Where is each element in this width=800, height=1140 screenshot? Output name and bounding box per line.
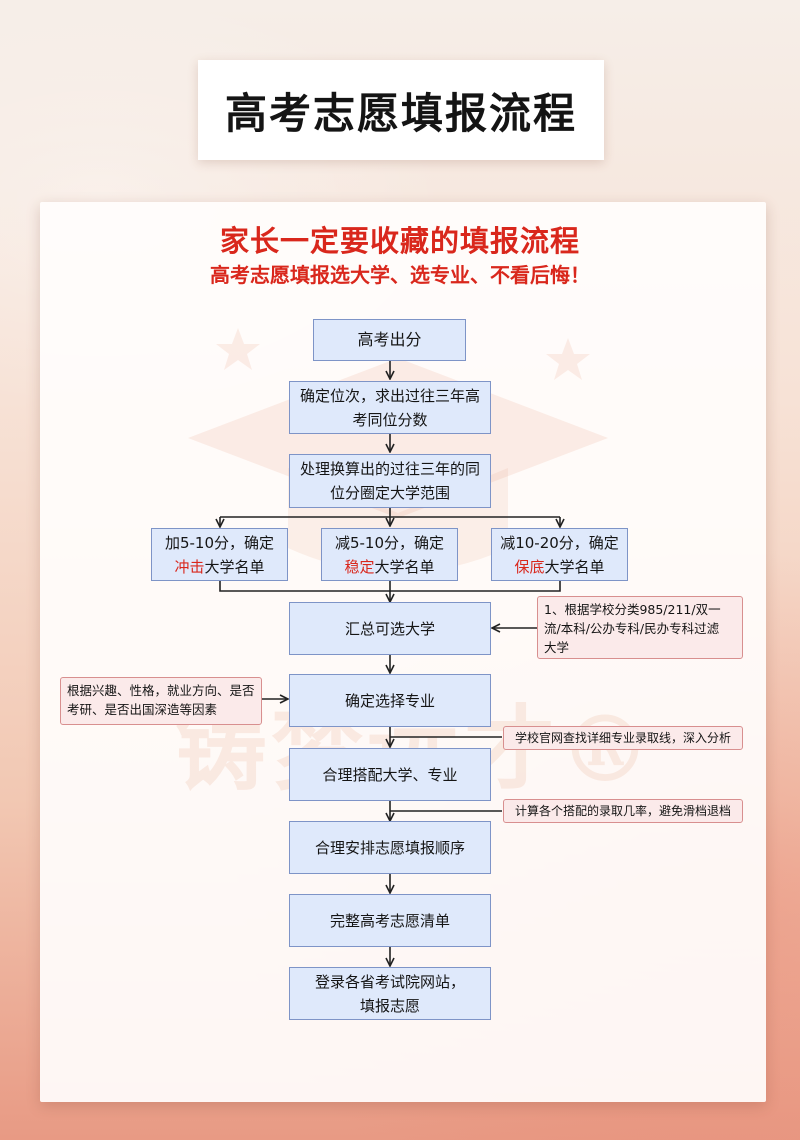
step-summarize-universities-label: 汇总可选大学 — [344, 619, 435, 638]
note-interest-line1: 根据兴趣、性格，就业方向、是否 — [67, 683, 255, 698]
branch-stable-line1: 减5-10分，确定 — [334, 533, 445, 552]
step-determine-rank-line1: 确定位次，求出过往三年高 — [299, 386, 480, 405]
step-complete-list-label: 完整高考志愿清单 — [329, 911, 450, 930]
step-define-range-line2: 位分圈定大学范围 — [329, 484, 450, 502]
branch-stable-list: 减5-10分，确定 稳定大学名单 — [321, 528, 458, 581]
branch-reach-line1: 加5-10分，确定 — [164, 533, 275, 552]
note-interest-line2: 考研、是否出国深造等因素 — [67, 702, 218, 717]
step-complete-list: 完整高考志愿清单 — [289, 894, 491, 947]
title-banner: 高考志愿填报流程 — [198, 60, 604, 160]
branch-reach-highlight: 冲击 — [174, 557, 205, 576]
step-match-university-major: 合理搭配大学、专业 — [289, 748, 491, 801]
step-define-range-line1: 处理换算出的过往三年的同 — [299, 460, 480, 478]
branch-safety-highlight: 保底 — [514, 557, 545, 576]
branch-safety-line1: 减10-20分，确定 — [500, 533, 619, 552]
step-submit-online-line1: 登录各省考试院网站， — [314, 972, 465, 991]
step-choose-major-label: 确定选择专业 — [344, 691, 435, 710]
step-submit-online: 登录各省考试院网站， 填报志愿 — [289, 967, 491, 1020]
heading: 家长一定要收藏的填报流程 — [219, 224, 580, 258]
step-score-release-label: 高考出分 — [357, 330, 422, 349]
step-arrange-order: 合理安排志愿填报顺序 — [289, 821, 491, 874]
branch-safety-rest: 大学名单 — [544, 557, 605, 576]
note-school-filter-line2: 流/本科/公办专科/民办专科过滤 — [544, 621, 720, 636]
page-title: 高考志愿填报流程 — [224, 88, 577, 138]
step-summarize-universities: 汇总可选大学 — [289, 602, 491, 655]
note-interest-factors: 根据兴趣、性格，就业方向、是否 考研、是否出国深造等因素 — [60, 677, 262, 725]
branch-stable-rest: 大学名单 — [374, 557, 435, 576]
step-determine-rank: 确定位次，求出过往三年高 考同位分数 — [289, 381, 491, 434]
note-school-filter-line1: 1、根据学校分类985/211/双一 — [544, 602, 721, 617]
step-match-university-major-label: 合理搭配大学、专业 — [322, 765, 458, 784]
step-determine-rank-line2: 考同位分数 — [352, 410, 428, 429]
branch-reach-rest: 大学名单 — [204, 557, 265, 576]
note-admission-probability: 计算各个搭配的录取几率，避免滑档退档 — [503, 799, 743, 823]
step-submit-online-line2: 填报志愿 — [359, 996, 420, 1015]
step-score-release: 高考出分 — [313, 319, 466, 361]
branch-stable-highlight: 稳定 — [344, 557, 375, 576]
note-school-filter: 1、根据学校分类985/211/双一 流/本科/公办专科/民办专科过滤 大学 — [537, 596, 743, 659]
step-choose-major: 确定选择专业 — [289, 674, 491, 727]
subheading: 高考志愿填报选大学、选专业、不看后悔！ — [210, 263, 590, 287]
note-school-filter-line3: 大学 — [544, 640, 570, 655]
branch-reach-list: 加5-10分，确定 冲击大学名单 — [151, 528, 288, 581]
step-define-range: 处理换算出的过往三年的同 位分圈定大学范围 — [289, 454, 491, 508]
step-arrange-order-label: 合理安排志愿填报顺序 — [314, 838, 465, 857]
note-official-site-label: 学校官网查找详细专业录取线，深入分析 — [514, 730, 731, 745]
note-official-site: 学校官网查找详细专业录取线，深入分析 — [503, 726, 743, 750]
note-admission-probability-label: 计算各个搭配的录取几率，避免滑档退档 — [514, 803, 731, 818]
branch-safety-list: 减10-20分，确定 保底大学名单 — [491, 528, 628, 581]
